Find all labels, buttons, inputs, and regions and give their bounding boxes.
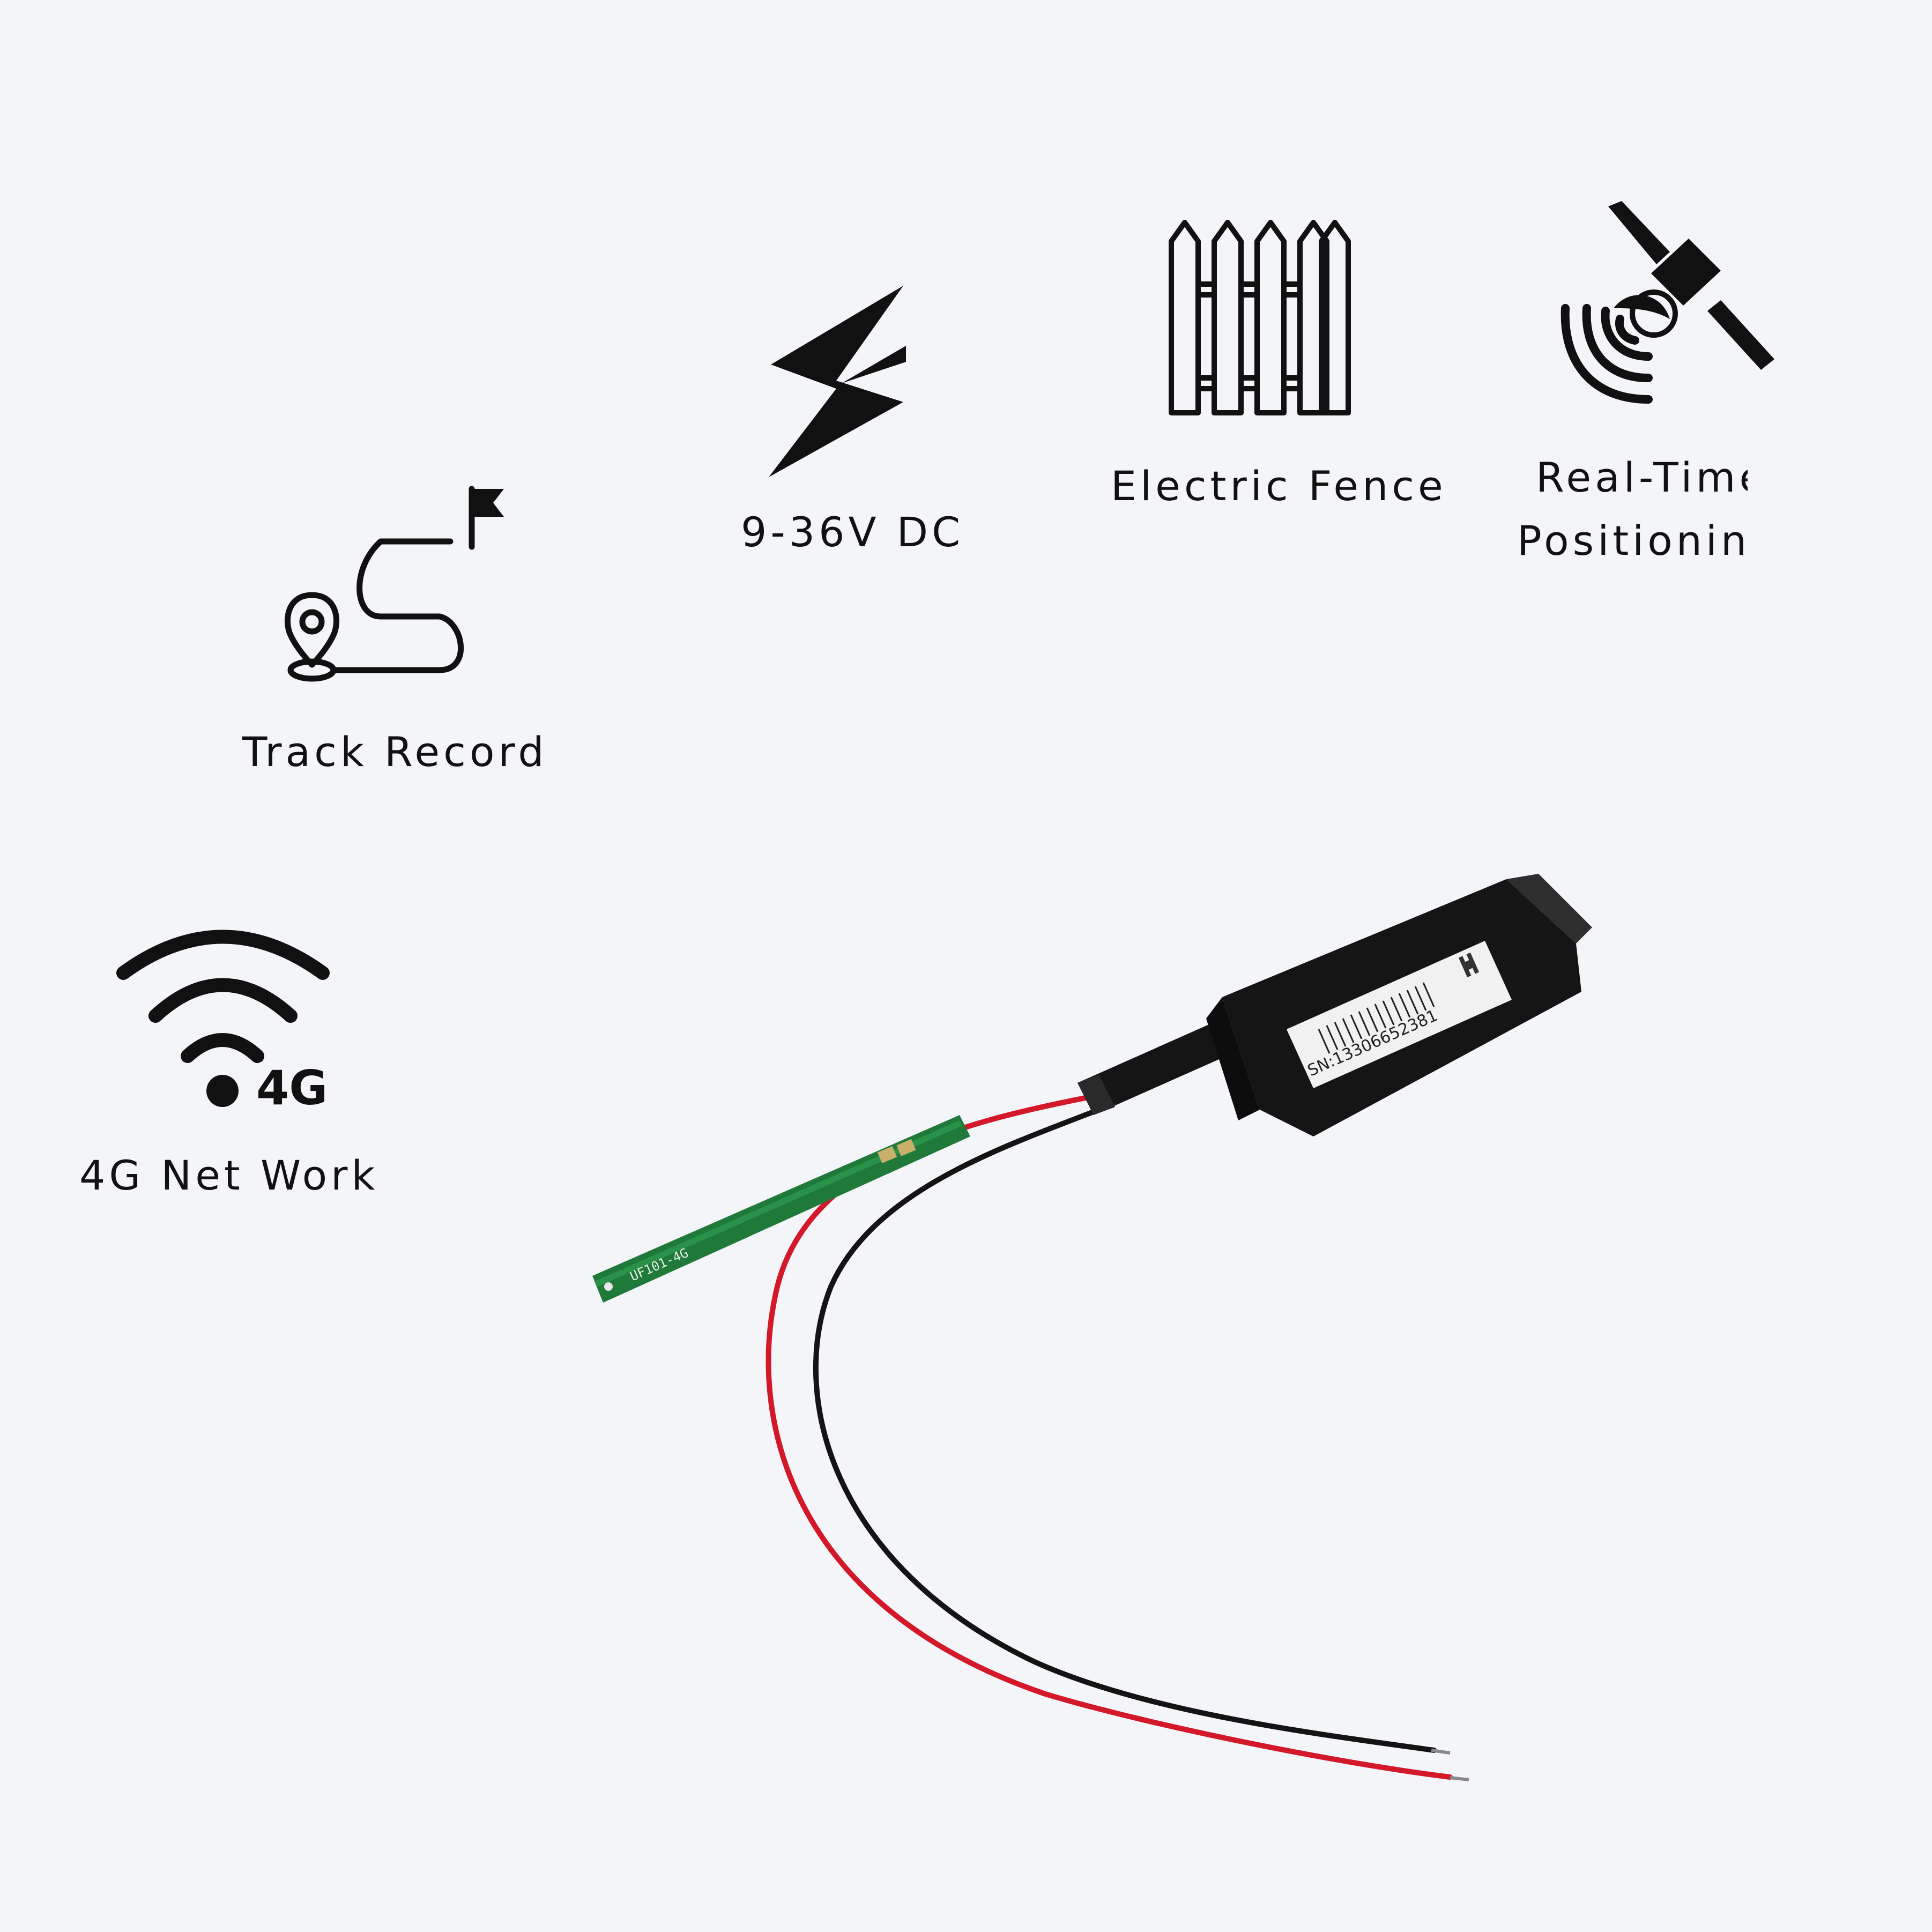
track-record-label: Track Record xyxy=(242,728,548,776)
wifi-signal-icon xyxy=(116,930,330,1107)
positioning-label-line2: Positioning xyxy=(1517,517,1748,564)
tracker-body: SN:13306652381 xyxy=(1206,874,1592,1136)
network-badge: 4G xyxy=(256,1060,328,1116)
red-wire xyxy=(766,1094,1453,1780)
lightning-bolt-icon xyxy=(769,286,906,477)
voltage-label: 9-36V DC xyxy=(741,508,964,556)
gps-tracker-device: UF101-4G xyxy=(592,874,1592,1781)
electric-fence-label: Electric Fence xyxy=(1111,462,1447,510)
satellite-logo-icon xyxy=(1458,952,1480,978)
network-label: 4G Net Work xyxy=(79,1151,379,1199)
route-map-pin-flag-icon xyxy=(285,486,504,682)
satellite-signal-icon xyxy=(1561,201,1774,404)
positioning-label-line1: Real-Time xyxy=(1536,454,1748,501)
fence-icon xyxy=(1169,220,1351,415)
positioning-label-clip: Real-Time Positioning xyxy=(1512,454,1748,571)
black-wire xyxy=(813,1107,1437,1753)
